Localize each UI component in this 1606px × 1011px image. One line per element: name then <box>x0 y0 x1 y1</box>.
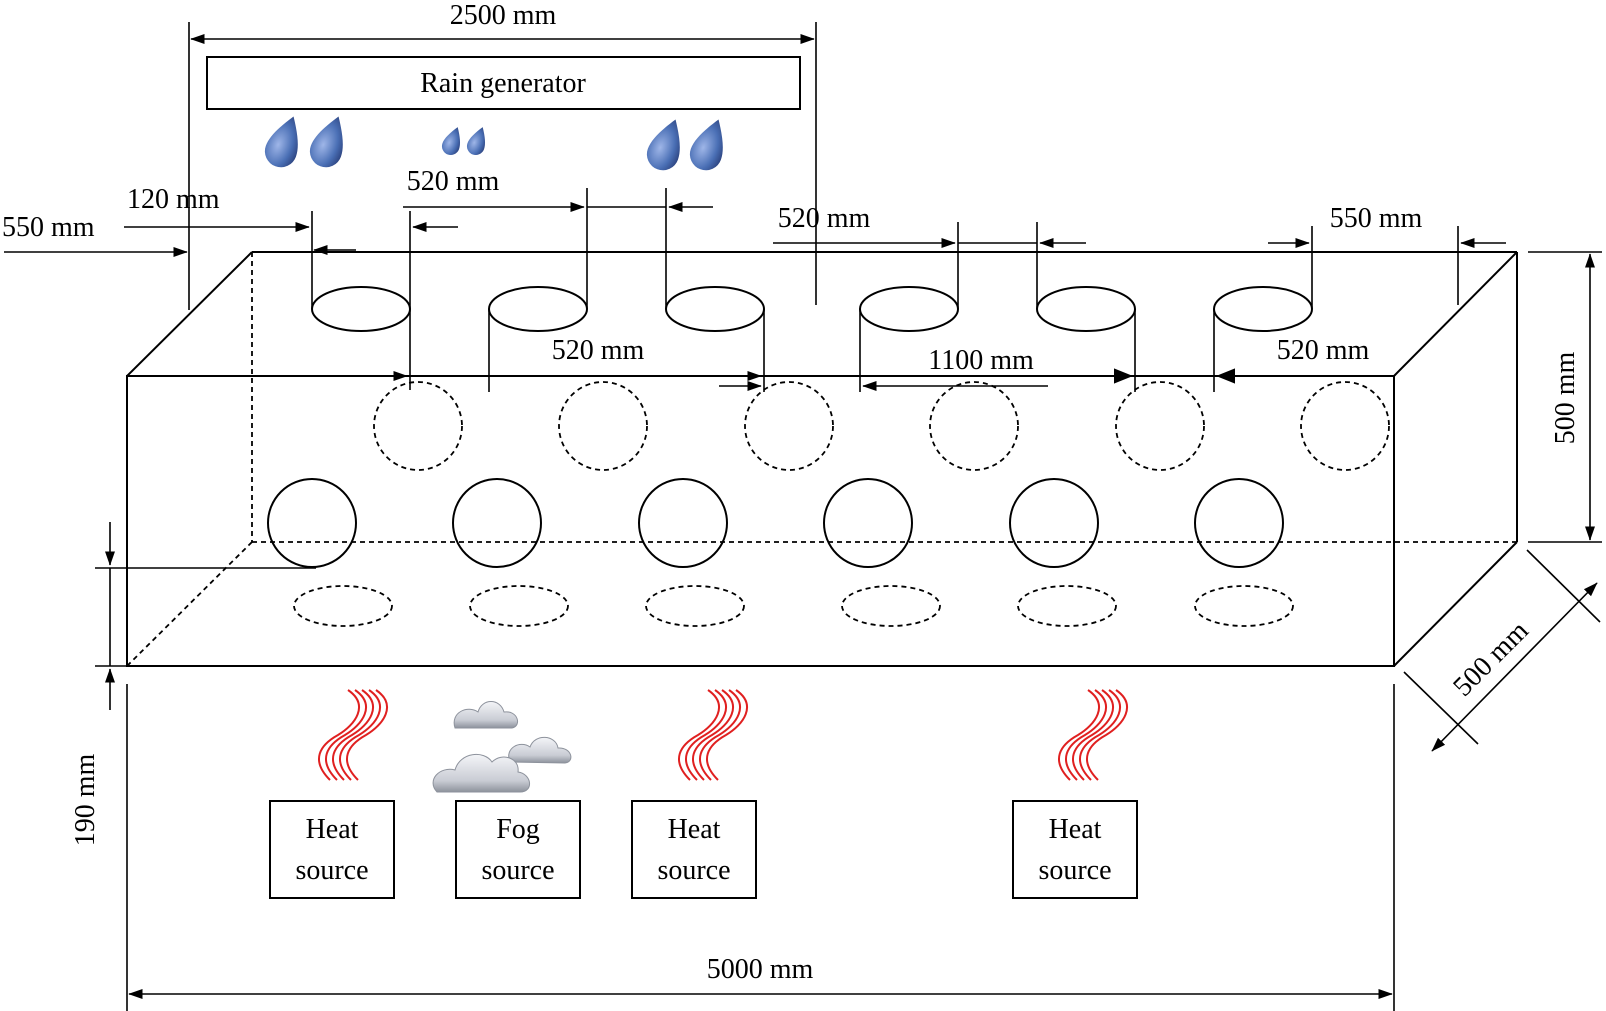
heat-wave-icon <box>318 689 388 781</box>
source-height-label: 190 mm <box>70 754 101 847</box>
source-label-line2: source <box>295 855 368 886</box>
source-label-line2: source <box>657 855 730 886</box>
source-box-heat-1: Heat source <box>269 800 395 899</box>
source-label-line1: Heat <box>1049 814 1102 845</box>
rain-generator: Rain generator <box>206 56 801 110</box>
source-box-heat-3: Heat source <box>1012 800 1138 899</box>
rain-width-label: 2500 mm <box>450 0 557 31</box>
source-label-line1: Fog <box>496 814 540 845</box>
top-hole <box>665 286 765 332</box>
spacing-top-a-label: 520 mm <box>407 166 500 197</box>
source-height-dimension: 190 mm <box>70 522 316 846</box>
spacing-mid-a-dimension: 520 mm <box>127 335 762 382</box>
front-dashed-circles <box>373 381 1390 471</box>
center-gap-label: 1100 mm <box>928 345 1034 376</box>
spacing-mid-b-dimension: 520 mm <box>860 335 1394 384</box>
rain-width-dimension: 2500 mm <box>188 0 817 310</box>
top-hole <box>859 286 959 332</box>
total-length-dimension: 5000 mm <box>126 684 1395 1011</box>
raindrop-icon <box>309 116 343 168</box>
left-offset-label: 550 mm <box>2 212 95 243</box>
fog-cloud-icon <box>432 701 572 793</box>
spacing-top-b-dimension: 520 mm <box>773 203 1086 249</box>
source-label-line2: source <box>1038 855 1111 886</box>
source-label-line2: source <box>481 855 554 886</box>
height-label: 500 mm <box>1550 352 1581 445</box>
bottom-dashed-ellipses <box>293 585 1294 627</box>
raindrop-icon <box>689 119 723 171</box>
raindrop-icon <box>646 119 680 171</box>
spacing-mid-a-label: 520 mm <box>552 335 645 366</box>
source-box-fog: Fog source <box>455 800 581 899</box>
center-gap-dimension: 1100 mm <box>719 345 1048 392</box>
source-box-heat-2: Heat source <box>631 800 757 899</box>
top-hole <box>1036 286 1136 332</box>
top-hole <box>311 286 411 332</box>
spacing-top-b-label: 520 mm <box>778 203 871 234</box>
top-hole <box>1213 286 1313 332</box>
height-dimension: 500 mm <box>1528 251 1602 543</box>
raindrop-icon <box>441 127 461 155</box>
heat-wave-icon <box>678 689 748 781</box>
total-length-label: 5000 mm <box>707 954 814 985</box>
right-offset-label: 550 mm <box>1330 203 1423 234</box>
spacing-top-a-dimension: 520 mm <box>403 166 713 213</box>
right-offset-dimension: 550 mm <box>1268 203 1506 249</box>
depth-dimension: 500 mm <box>1403 549 1601 752</box>
hole-gap-label: 120 mm <box>127 184 220 215</box>
top-hole <box>488 286 588 332</box>
chamber-box <box>126 251 1518 667</box>
heat-wave-icon <box>1058 689 1128 781</box>
left-offset-dimension: 550 mm <box>2 212 188 258</box>
rain-generator-label: Rain generator <box>420 68 586 99</box>
raindrop-icon <box>264 116 298 168</box>
raindrop-icon <box>466 127 486 155</box>
raindrop-group <box>264 116 723 171</box>
top-holes <box>311 188 1459 392</box>
hole-gap-dimension: 120 mm <box>124 184 458 256</box>
source-label-line1: Heat <box>668 814 721 845</box>
spacing-mid-b-label: 520 mm <box>1277 335 1370 366</box>
source-label-line1: Heat <box>306 814 359 845</box>
front-solid-circles <box>267 478 1284 568</box>
